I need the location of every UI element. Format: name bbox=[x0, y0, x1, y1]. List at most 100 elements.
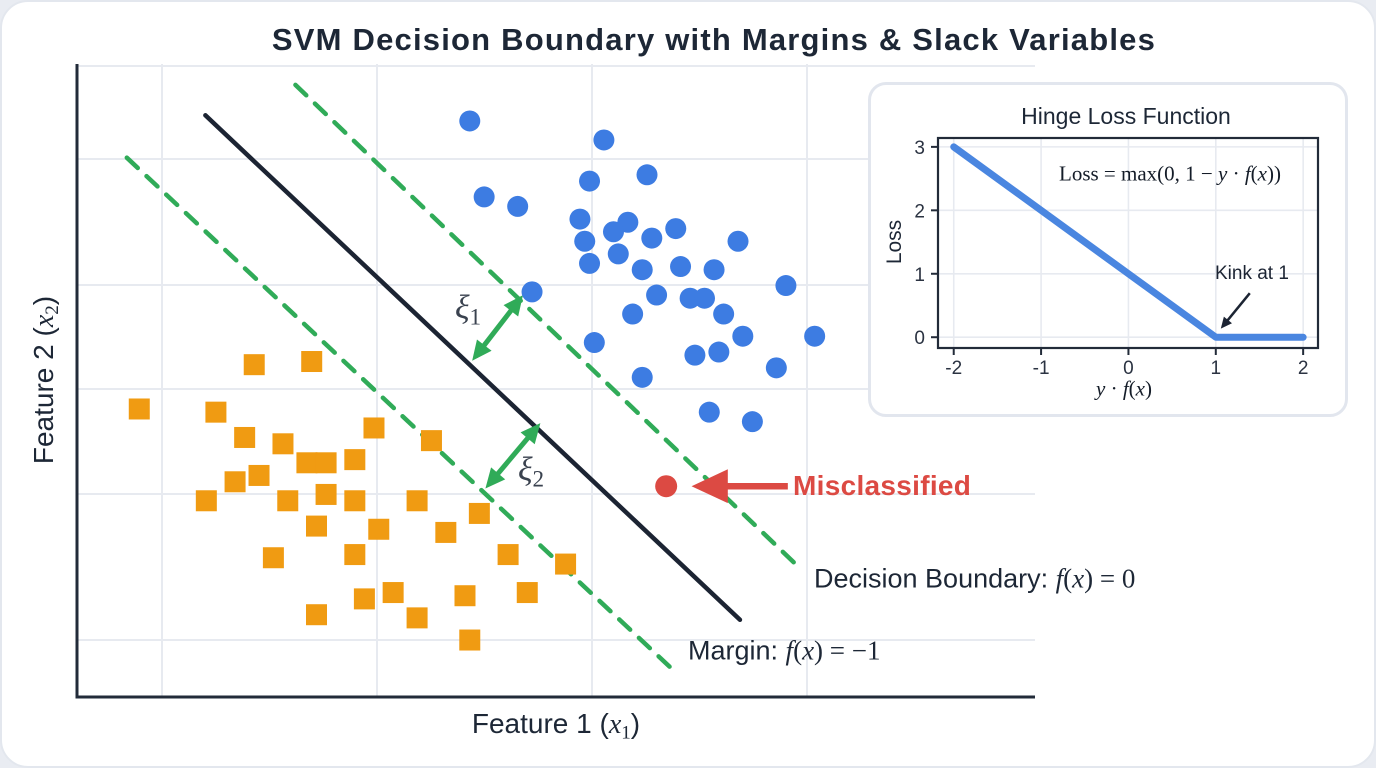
data-point-square bbox=[497, 544, 519, 566]
slack-xi1-label: ξ1 bbox=[454, 289, 482, 331]
y-axis-label: Feature 2 (x2) bbox=[27, 295, 64, 465]
data-point-square bbox=[555, 553, 577, 575]
data-point-circle bbox=[741, 411, 763, 433]
data-point-square bbox=[296, 452, 318, 474]
inset-y-tick-label: 2 bbox=[914, 201, 925, 222]
main-gridlines bbox=[77, 64, 1035, 697]
data-point-circle bbox=[631, 366, 653, 388]
inset-x-tick-label: -2 bbox=[945, 358, 962, 379]
class-plus-one-points bbox=[459, 110, 826, 433]
data-point-circle bbox=[579, 252, 601, 274]
data-point-square bbox=[315, 452, 337, 474]
data-point-square bbox=[344, 544, 366, 566]
data-point-circle bbox=[703, 259, 725, 281]
data-point-square bbox=[468, 502, 490, 524]
misclassified-label: Misclassified bbox=[793, 470, 972, 501]
data-point-square bbox=[420, 430, 442, 452]
x-axis-label: Feature 1 (x1) bbox=[471, 708, 641, 744]
data-point-square bbox=[382, 582, 404, 604]
data-point-circle bbox=[579, 170, 601, 192]
data-point-square bbox=[406, 607, 428, 629]
inset-y-tick-label: 0 bbox=[914, 328, 925, 349]
data-point-square bbox=[195, 490, 217, 512]
data-point-square bbox=[234, 426, 256, 448]
data-point-circle bbox=[804, 325, 826, 347]
slack-xi1-arrow bbox=[472, 295, 523, 361]
data-point-square bbox=[262, 547, 284, 569]
data-point-circle bbox=[602, 221, 624, 243]
data-point-square bbox=[368, 518, 390, 540]
annotation-arrows bbox=[472, 295, 788, 504]
inset-y-axis-label: Loss bbox=[883, 219, 906, 265]
data-point-square bbox=[301, 351, 323, 373]
data-point-square bbox=[272, 433, 294, 455]
decision-boundary-label: Decision Boundary: f(x) = 0 bbox=[814, 563, 1136, 594]
misclassified-point-points bbox=[655, 475, 678, 498]
data-point-circle bbox=[583, 332, 605, 354]
data-point-square bbox=[454, 585, 476, 607]
data-point-square bbox=[344, 490, 366, 512]
data-point-circle bbox=[684, 344, 706, 366]
data-point-circle bbox=[507, 195, 529, 217]
data-point-circle bbox=[765, 357, 787, 379]
inset-title: Hinge Loss Function bbox=[1021, 103, 1231, 129]
inset-frame bbox=[936, 136, 1320, 350]
inset-x-tick-label: 2 bbox=[1298, 358, 1309, 379]
slack-xi2-arrow bbox=[485, 423, 541, 489]
data-point-circle bbox=[670, 256, 692, 278]
data-point-square bbox=[315, 483, 337, 505]
data-point-square bbox=[353, 588, 375, 610]
hinge-loss-equation: Loss = max(0, 1 − y · f(x)) bbox=[1058, 161, 1282, 186]
data-point-square bbox=[243, 354, 265, 376]
inset-y-tick-label: 1 bbox=[914, 265, 925, 286]
hinge-loss-line bbox=[950, 143, 1307, 341]
data-point-square bbox=[306, 515, 327, 537]
data-point-circle bbox=[574, 230, 596, 252]
data-point-circle bbox=[698, 401, 720, 423]
page-title: SVM Decision Boundary with Margins & Sla… bbox=[271, 22, 1157, 57]
data-point-circle bbox=[732, 325, 754, 347]
data-point-circle bbox=[459, 110, 481, 132]
data-point-circle bbox=[631, 259, 653, 281]
data-point-circle bbox=[569, 208, 591, 230]
data-point-circle bbox=[775, 275, 797, 297]
inset-y-tick-label: 3 bbox=[914, 138, 925, 159]
data-point-square bbox=[363, 417, 385, 439]
inset-x-tick-label: -1 bbox=[1033, 358, 1050, 379]
data-point-square bbox=[516, 582, 538, 604]
data-point-circle bbox=[622, 303, 644, 325]
kink-arrow bbox=[1220, 292, 1251, 329]
slack-xi2-label: ξ2 bbox=[517, 451, 545, 493]
data-point-circle bbox=[679, 287, 701, 309]
data-point-circle bbox=[607, 243, 629, 265]
data-point-circle bbox=[727, 230, 749, 252]
inset-gridlines bbox=[938, 138, 1318, 348]
margin-label: Margin: f(x) = −1 bbox=[688, 635, 881, 666]
kink-annotation: Kink at 1 bbox=[1215, 263, 1289, 284]
data-point-square bbox=[435, 521, 457, 543]
scatter-points bbox=[128, 110, 826, 651]
data-point-circle bbox=[646, 284, 668, 306]
data-point-circle bbox=[636, 164, 658, 186]
inset-x-axis-label: y · f(x) bbox=[1096, 376, 1152, 401]
data-point-square bbox=[277, 490, 299, 512]
data-point-circle bbox=[473, 186, 495, 208]
data-point-circle bbox=[693, 287, 715, 309]
data-point-circle bbox=[593, 129, 615, 151]
data-point-square bbox=[224, 471, 246, 493]
data-point-square bbox=[306, 604, 327, 626]
margin-lower-line bbox=[124, 155, 680, 677]
data-point-square bbox=[459, 629, 481, 651]
main-axes-spines bbox=[75, 64, 1035, 699]
data-point-circle bbox=[713, 303, 735, 325]
inset-x-tick-label: 1 bbox=[1211, 358, 1222, 379]
data-point-circle bbox=[665, 218, 687, 240]
data-point-circle bbox=[521, 281, 543, 303]
data-point-square bbox=[128, 398, 150, 420]
margin-upper-line bbox=[293, 82, 805, 573]
